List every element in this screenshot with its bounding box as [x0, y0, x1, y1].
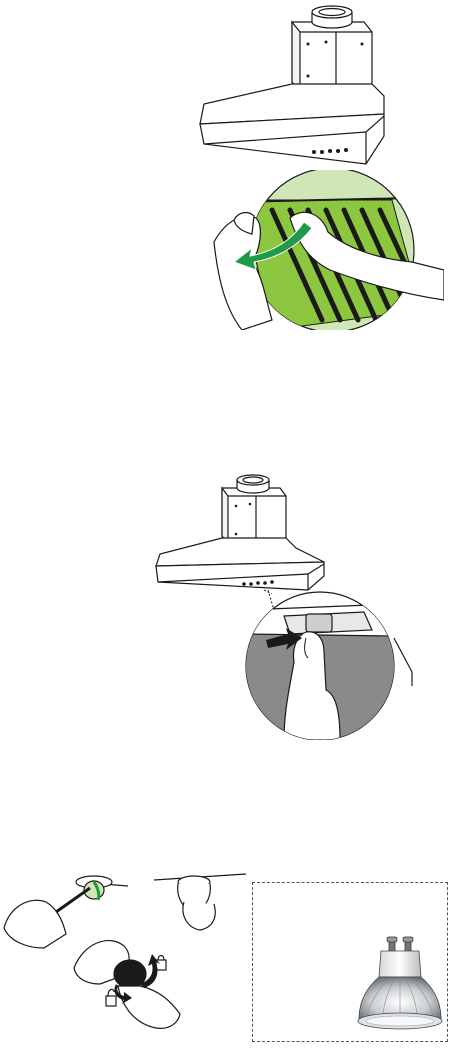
grease-filter-removal — [212, 170, 444, 330]
lamp-replacement — [0, 868, 250, 1044]
hood-overview-top — [196, 4, 386, 166]
gu10-bulb-icon — [355, 933, 445, 1043]
filter-removal-icon — [212, 170, 444, 330]
control-button-press — [244, 590, 424, 740]
lamp-replacement-icon — [0, 868, 250, 1044]
hood-overview-middle — [152, 474, 328, 594]
range-hood-icon — [152, 474, 328, 594]
range-hood-icon — [196, 4, 386, 166]
press-button-icon — [244, 590, 424, 740]
halogen-bulb — [252, 882, 448, 1042]
